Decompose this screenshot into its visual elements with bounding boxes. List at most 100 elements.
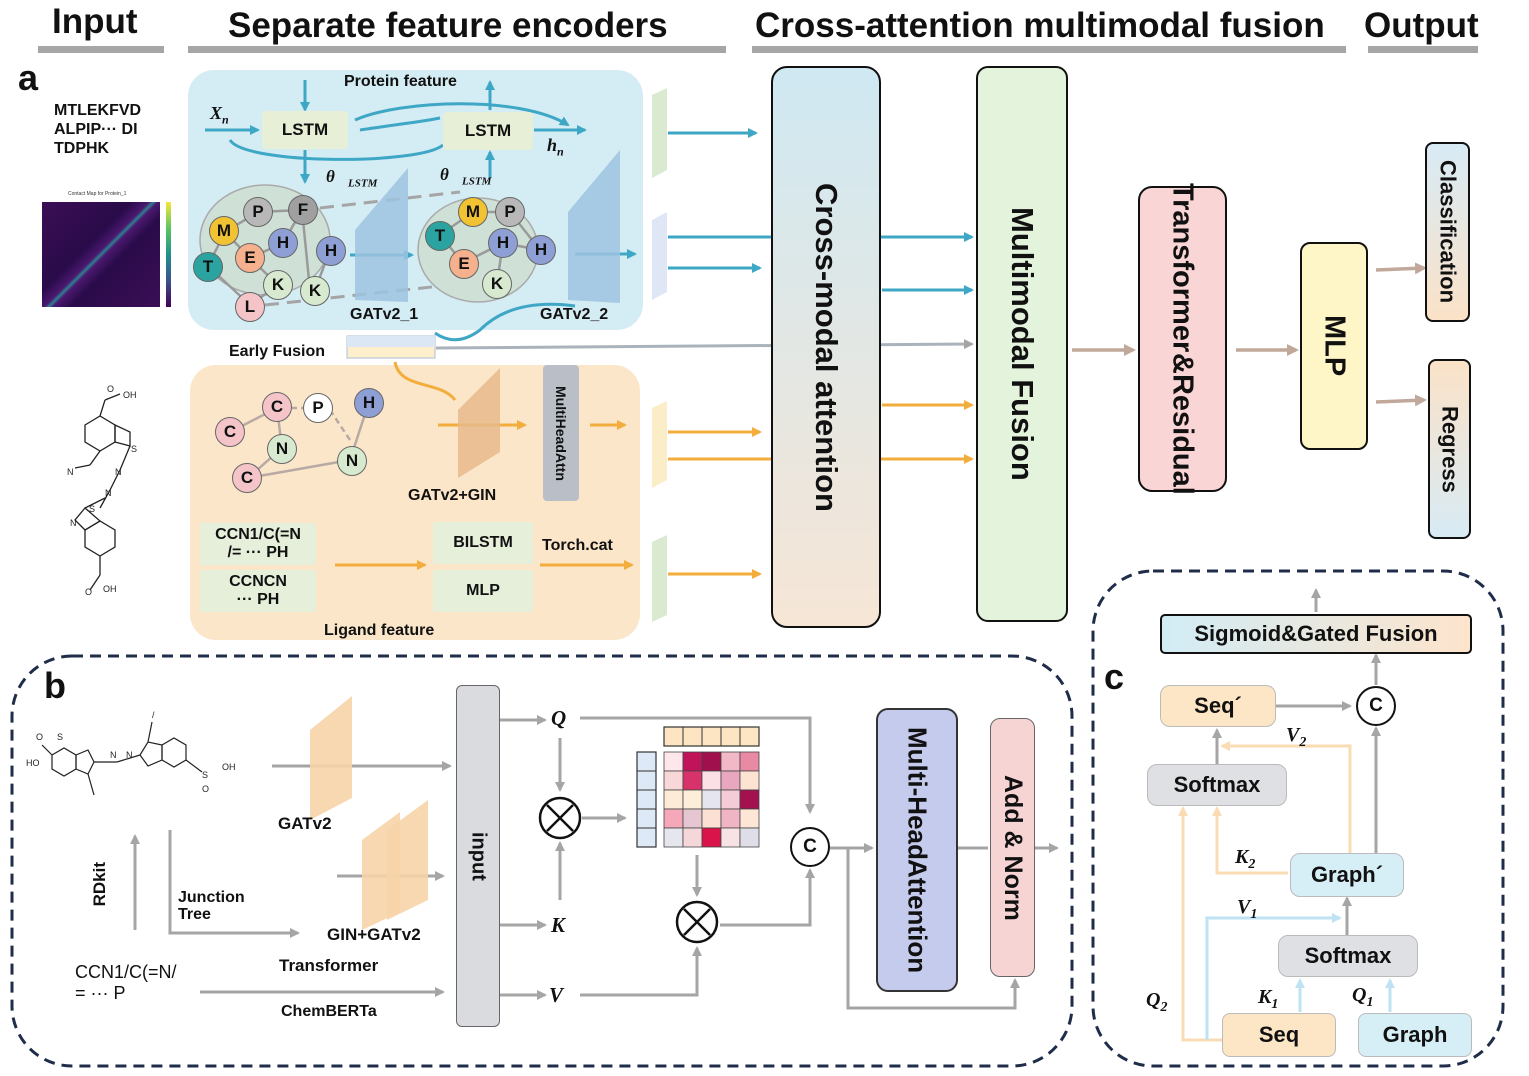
heatmap-cell: [739, 789, 760, 810]
header-input: Input: [52, 2, 138, 41]
graph-node-k: K: [263, 270, 293, 300]
lstm-block-2: LSTM: [443, 112, 533, 150]
gatv2-gin-label: GATv2+GIN: [408, 487, 497, 504]
heatmap-cell: [682, 808, 703, 829]
graph-node-m: M: [458, 197, 488, 227]
heatmap-cell: [720, 751, 741, 772]
graph-node-k: K: [482, 269, 512, 299]
graph-node-e: E: [449, 249, 479, 279]
contact-map-figure: Contact Map for Protein_1: [30, 191, 180, 317]
heatmap-cell: [701, 751, 722, 772]
gatv2-2-label: GATv2_2: [540, 306, 609, 323]
heatmap-cell: [682, 770, 703, 791]
svg-text:N: N: [110, 750, 117, 760]
heatmap-cell: [663, 827, 684, 848]
heatmap-cell: [682, 827, 703, 848]
heatmap-cell: [720, 770, 741, 791]
svg-text:N: N: [70, 518, 77, 528]
mlp-small-block: MLP: [433, 570, 533, 612]
svg-text:S: S: [202, 770, 208, 780]
k-label: K: [551, 913, 566, 937]
xn-label: Xn: [210, 103, 229, 127]
contact-map-title: Contact Map for Protein_1: [68, 191, 127, 197]
svg-text:S: S: [89, 504, 95, 514]
transformer-label: Transformer: [279, 956, 379, 975]
theta-forward-label: θ⃗LSTM: [326, 167, 378, 190]
svg-text:N: N: [115, 467, 122, 477]
theta-backward-label: θ⃖LSTM: [440, 165, 492, 188]
graph-node-t: T: [425, 221, 455, 251]
heatmap-cell: [663, 751, 684, 772]
v-label: V: [549, 983, 564, 1007]
svg-text:O: O: [85, 587, 92, 597]
graph-node-p: P: [495, 197, 525, 227]
cross-modal-attention-block: Cross-modal attention: [771, 66, 881, 628]
panel-b-letter: b: [44, 665, 66, 706]
smiles-block-2: CCNCN··· PH: [200, 570, 316, 612]
graph-node-f: F: [288, 195, 318, 225]
header-output: Output: [1364, 6, 1479, 45]
header-fusion: Cross-attention multimodal fusion: [755, 6, 1325, 45]
svg-text:O: O: [36, 732, 43, 742]
graph-node-t: T: [193, 252, 223, 282]
heatmap-cell: [739, 827, 760, 848]
panel-b-border: [10, 654, 1074, 1068]
sequence-line-3: TDPHK: [54, 140, 110, 157]
panel-b-smiles: CCN1/C(=N/= ··· P: [75, 962, 177, 1003]
ligand-node-n: N: [337, 446, 367, 476]
heatmap-cell: [663, 808, 684, 829]
graph-node-e: E: [235, 243, 265, 273]
transformer-residual-block: Transformer&Residual: [1138, 183, 1227, 495]
heatmap-cell: [720, 808, 741, 829]
softmax-block-lower: Softmax: [1278, 935, 1418, 977]
ligand-node-n: N: [267, 434, 297, 464]
lstm-block-1: LSTM: [262, 111, 348, 149]
seq-block: Seq: [1222, 1013, 1336, 1057]
gatv2-label: GATv2: [278, 814, 332, 833]
graph-node-p: P: [243, 197, 273, 227]
ligand-node-p: P: [303, 393, 333, 423]
panel-a-letter: a: [18, 57, 39, 98]
heatmap-cell: [701, 789, 722, 810]
heatmap-cell: [720, 789, 741, 810]
ligand-node-c: C: [215, 417, 245, 447]
v2-label: V2: [1286, 724, 1307, 750]
classification-block: Classification: [1425, 142, 1470, 322]
graph-block: Graph: [1358, 1013, 1472, 1057]
svg-text:N: N: [105, 488, 112, 498]
attention-heatmap: [663, 751, 760, 848]
rdkit-label: RDkit: [90, 862, 109, 907]
svg-text:S: S: [131, 444, 137, 454]
hn-label: hn: [547, 135, 564, 159]
q-label: Q: [551, 706, 567, 730]
svg-text:OH: OH: [123, 390, 137, 400]
heatmap-cell: [701, 770, 722, 791]
bilstm-block: BILSTM: [433, 522, 533, 564]
header-output-underline: [1368, 46, 1478, 53]
header-fusion-underline: [752, 46, 1346, 53]
multihead-attn-block: MultiHeadAttn: [543, 365, 579, 501]
multimodal-fusion-block: Multimodal Fusion: [976, 66, 1068, 622]
sigmoid-gated-fusion-block: Sigmoid&Gated Fusion: [1160, 614, 1472, 654]
svg-text:N: N: [126, 750, 133, 760]
input-block: input: [456, 685, 500, 1027]
heatmap-cell: [739, 808, 760, 829]
graph-node-l: L: [235, 292, 265, 322]
regress-block: Regress: [1428, 359, 1471, 539]
add-norm-block: Add & Norm: [990, 718, 1035, 977]
contact-map-colorbar: [166, 202, 171, 307]
graph-node-k: K: [300, 276, 330, 306]
q1-label: Q1: [1352, 984, 1374, 1010]
graph-node-h: H: [526, 235, 556, 265]
softmax-block-upper: Softmax: [1147, 764, 1287, 806]
sequence-line-2: ALPIP··· DI: [54, 121, 138, 138]
k2-label: K2: [1235, 846, 1256, 872]
heatmap-cell: [739, 751, 760, 772]
svg-text:HO: HO: [26, 758, 40, 768]
gatv2-1-label: GATv2_1: [350, 306, 419, 323]
panel-c-letter: c: [1104, 656, 1125, 697]
concat-operator: C: [790, 827, 830, 867]
k1-label: K1: [1258, 986, 1279, 1012]
